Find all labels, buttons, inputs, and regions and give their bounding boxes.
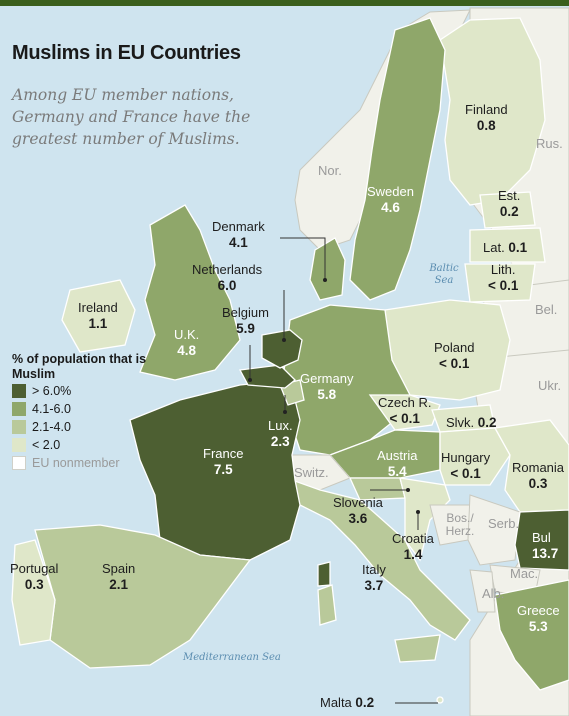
ireland-shape <box>61 279 136 353</box>
legend-swatch <box>12 456 26 470</box>
label-ukraine: Ukr. <box>538 378 562 393</box>
corsica-shape <box>317 561 331 587</box>
latvia-shape <box>469 227 546 263</box>
legend-item: 2.1-4.0 <box>12 418 162 436</box>
sardinia-shape <box>317 584 337 626</box>
label-hungary: Hungary< 0.1 <box>441 450 491 481</box>
portugal-shape <box>11 539 56 646</box>
label-russia: Rus. <box>536 136 563 151</box>
label-macedonia: Mac. <box>510 566 539 581</box>
label-belarus: Bel. <box>535 302 558 317</box>
label-lithuania: Lith.< 0.1 <box>488 262 519 293</box>
estonia-shape <box>479 191 536 229</box>
label-serbia: Serb. <box>488 516 520 531</box>
denmark-shape <box>309 237 346 301</box>
label-luxembourg: Lux.2.3 <box>268 418 293 449</box>
label-bosnia: Bos./ Herz. <box>445 511 475 538</box>
sicily-shape <box>394 634 441 663</box>
label-latvia: Lat. 0.1 <box>483 240 528 255</box>
label-czech: Czech R.< 0.1 <box>378 395 432 426</box>
denmark-leader <box>280 237 326 280</box>
legend-title: % of population that is Muslim <box>12 352 147 381</box>
legend-swatch <box>12 384 26 398</box>
label-poland: Poland< 0.1 <box>434 340 475 371</box>
italy-shape <box>290 478 471 641</box>
map-subtitle: Among EU member nations, Germany and Fra… <box>12 86 251 148</box>
legend-swatch <box>12 402 26 416</box>
legend-item: 4.1-6.0 <box>12 400 162 418</box>
greece-shape <box>494 579 569 691</box>
map-title: Muslims in EU Countries <box>12 42 241 64</box>
serbia-shape <box>467 494 521 566</box>
label-uk: U.K.4.8 <box>174 327 200 358</box>
label-estonia: Est.0.2 <box>498 188 521 219</box>
malta-shape <box>436 696 444 704</box>
label-mediterranean-sea: Mediterranean Sea <box>183 652 281 663</box>
uk-shape <box>139 204 241 381</box>
top-accent-bar <box>0 0 569 6</box>
bulgaria-shape <box>514 509 569 571</box>
legend-swatch <box>12 438 26 452</box>
netherlands-shape <box>261 329 303 369</box>
label-slovakia: Slvk. 0.2 <box>446 415 497 430</box>
label-malta: Malta 0.2 <box>320 695 375 710</box>
belgium-shape <box>238 364 296 389</box>
croatia-shape <box>399 477 451 562</box>
legend-item: < 2.0 <box>12 436 162 454</box>
sweden-shape <box>349 17 446 301</box>
legend-item: > 6.0% <box>12 382 162 400</box>
label-albania: Alb. <box>482 586 505 601</box>
legend-swatch <box>12 420 26 434</box>
map-legend: % of population that is Muslim > 6.0% 4.… <box>12 352 162 472</box>
label-switzerland: Switz. <box>294 465 329 480</box>
label-norway: Nor. <box>318 163 342 178</box>
finland-shape <box>439 17 546 206</box>
albania-shape <box>469 569 496 613</box>
legend-item: EU nonmember <box>12 454 162 472</box>
lithuania-shape <box>464 263 536 303</box>
label-baltic-sea: Baltic Sea <box>429 263 459 286</box>
